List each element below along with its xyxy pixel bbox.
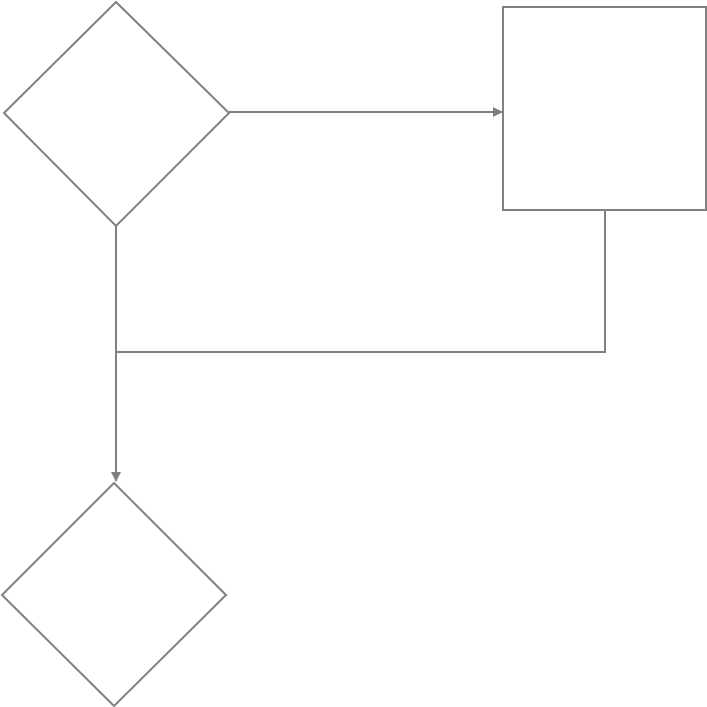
connector-process-right-to-merge — [116, 211, 606, 353]
decision-diamond-top[interactable] — [2, 0, 231, 228]
decision-diamond-bottom[interactable] — [0, 481, 228, 707]
process-box-right[interactable] — [502, 6, 707, 211]
